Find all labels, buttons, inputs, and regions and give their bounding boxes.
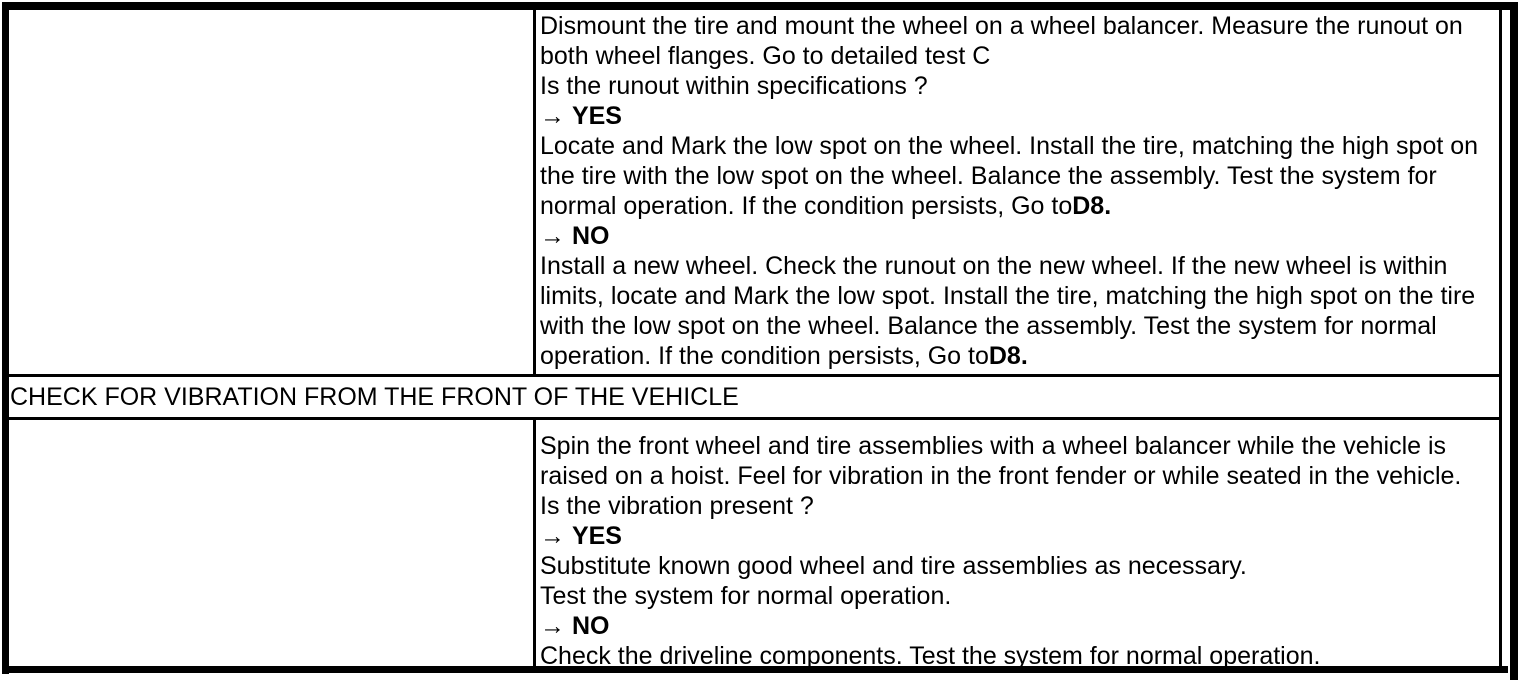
text-line: Install a new wheel. Check the runout on… xyxy=(540,251,1498,281)
line-text: Is the runout within specifications ? xyxy=(540,72,928,100)
decision-line-no: → NO xyxy=(540,221,1498,251)
goto-reference: D8. xyxy=(1072,192,1112,220)
goto-reference: D8. xyxy=(988,342,1028,370)
decision-label: YES xyxy=(571,522,622,550)
decision-label: NO xyxy=(571,612,610,640)
line-text: Substitute known good wheel and tire ass… xyxy=(540,552,1247,580)
text-line: limits, locate and Mark the low spot. In… xyxy=(540,281,1498,311)
line-text: raised on a hoist. Feel for vibration in… xyxy=(540,462,1462,490)
line-text: both wheel flanges. Go to detailed test … xyxy=(540,42,991,70)
step2-action-cell: Spin the front wheel and tire assemblies… xyxy=(540,431,1498,671)
arrow-icon: → xyxy=(540,222,572,250)
line-text: limits, locate and Mark the low spot. In… xyxy=(540,282,1476,310)
column-divider-lower xyxy=(533,420,536,666)
text-line: Substitute known good wheel and tire ass… xyxy=(540,551,1498,581)
line-text: operation. If the condition persists, Go… xyxy=(540,342,989,370)
text-line: with the low spot on the wheel. Balance … xyxy=(540,311,1498,341)
step1-empty-cell xyxy=(9,10,533,374)
line-text: with the low spot on the wheel. Balance … xyxy=(540,312,1437,340)
line-text: Is the vibration present ? xyxy=(540,492,814,520)
step2-empty-cell xyxy=(9,420,533,666)
text-line: Test the system for normal operation. xyxy=(540,581,1498,611)
line-text: normal operation. If the condition persi… xyxy=(540,192,1073,220)
section-header-row: CHECK FOR VIBRATION FROM THE FRONT OF TH… xyxy=(10,377,739,417)
line-text: Install a new wheel. Check the runout on… xyxy=(540,252,1448,280)
arrow-icon: → xyxy=(540,522,572,550)
decision-line-yes: → YES xyxy=(540,521,1498,551)
decision-label: YES xyxy=(571,102,622,130)
text-line: raised on a hoist. Feel for vibration in… xyxy=(540,461,1498,491)
text-line: both wheel flanges. Go to detailed test … xyxy=(540,41,1498,71)
table-border-top xyxy=(2,2,1517,10)
text-line: Spin the front wheel and tire assemblies… xyxy=(540,431,1498,461)
arrow-icon: → xyxy=(540,612,572,640)
step1-action-cell: Dismount the tire and mount the wheel on… xyxy=(540,11,1498,371)
table-border-bottom xyxy=(2,666,1508,673)
column-divider-upper xyxy=(533,10,536,377)
text-line: operation. If the condition persists, Go… xyxy=(540,341,1498,371)
text-line: Locate and Mark the low spot on the whee… xyxy=(540,131,1498,161)
table-border-right-outer xyxy=(1510,2,1518,680)
section-header-text: CHECK FOR VIBRATION FROM THE FRONT OF TH… xyxy=(10,383,739,411)
decision-line-yes: → YES xyxy=(540,101,1498,131)
table-border-left xyxy=(2,2,9,674)
line-text: Dismount the tire and mount the wheel on… xyxy=(540,12,1463,40)
line-text: Test the system for normal operation. xyxy=(540,582,952,610)
text-line: Is the runout within specifications ? xyxy=(540,71,1498,101)
decision-line-no: → NO xyxy=(540,611,1498,641)
text-line: the tire with the low spot on the wheel.… xyxy=(540,161,1498,191)
arrow-icon: → xyxy=(540,102,572,130)
line-text: the tire with the low spot on the wheel.… xyxy=(540,162,1437,190)
line-text: Locate and Mark the low spot on the whee… xyxy=(540,132,1479,160)
line-text: Check the driveline components. Test the… xyxy=(540,642,1321,670)
text-line: Is the vibration present ? xyxy=(540,491,1498,521)
text-line: normal operation. If the condition persi… xyxy=(540,191,1498,221)
row-divider-above-header xyxy=(9,374,1502,377)
decision-label: NO xyxy=(571,222,610,250)
text-line: Dismount the tire and mount the wheel on… xyxy=(540,11,1498,41)
row-divider-below-header xyxy=(9,417,1502,420)
text-line: Check the driveline components. Test the… xyxy=(540,641,1498,671)
table-border-right-inner xyxy=(1499,10,1502,666)
line-text: Spin the front wheel and tire assemblies… xyxy=(540,432,1447,460)
